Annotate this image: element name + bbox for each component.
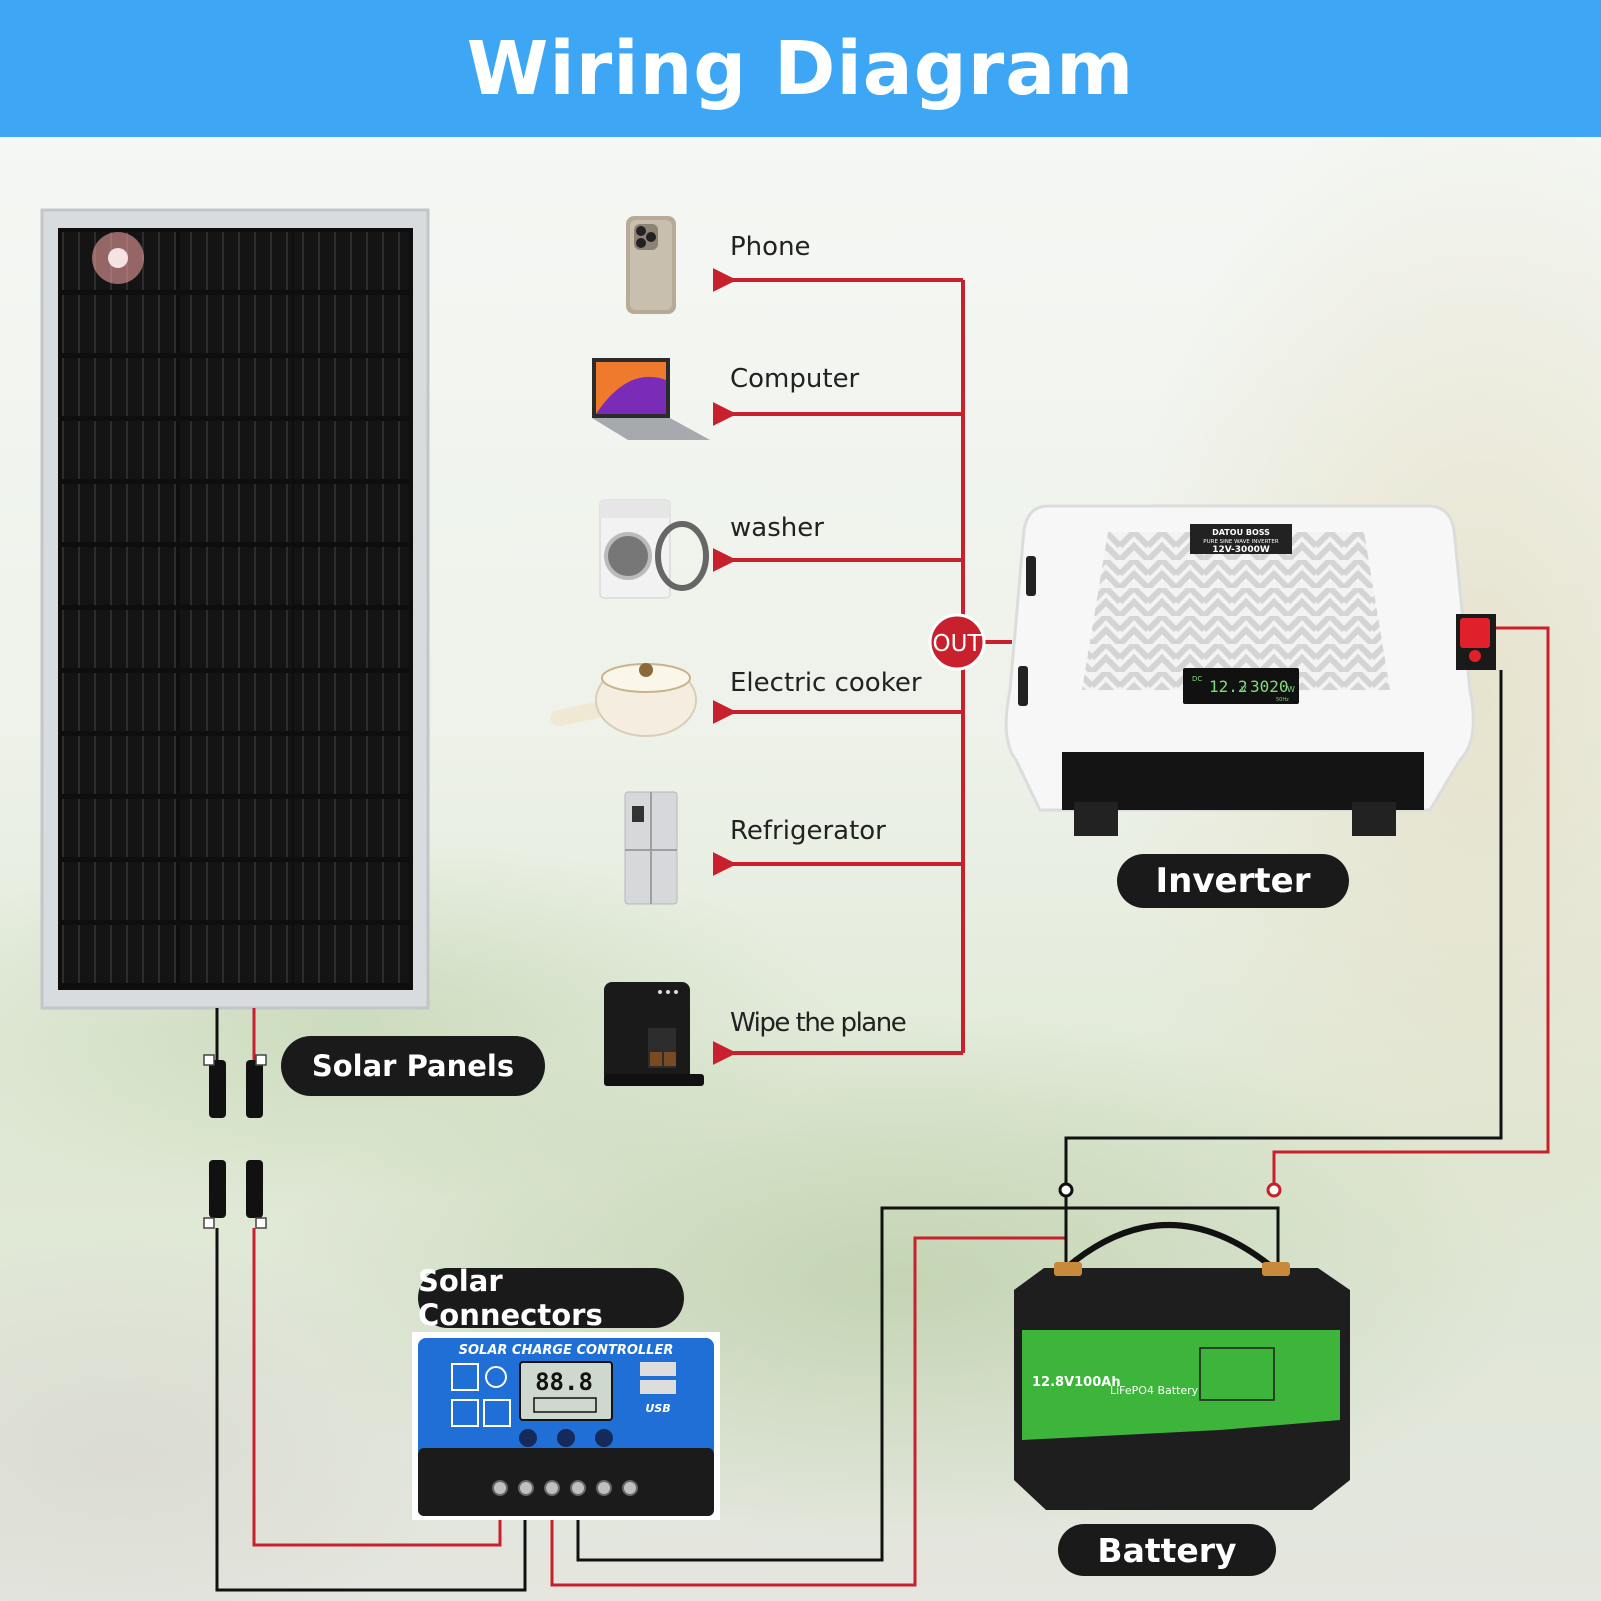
solar-cell — [294, 925, 409, 983]
controller-terminal — [518, 1480, 534, 1496]
solar-cell — [294, 736, 409, 794]
controller-terminal — [596, 1480, 612, 1496]
controller-terminal — [622, 1480, 638, 1496]
solar-cell — [294, 547, 409, 605]
inverter-subtitle: PURE SINE WAVE INVERTER — [1203, 539, 1279, 545]
inverter-model: 12V-3000W — [1212, 545, 1270, 555]
solar-cell — [180, 358, 292, 416]
page-title: Wiring Diagram — [466, 25, 1135, 112]
mc4-connector-pair-bottom — [203, 1160, 267, 1229]
controller-terminal — [492, 1480, 508, 1496]
controller-usb: USB — [645, 1402, 670, 1415]
out-badge-text: OUT — [933, 631, 983, 657]
solar-cell — [294, 673, 409, 731]
solar-cell — [294, 232, 409, 290]
solar-cell — [180, 547, 292, 605]
solar-cell — [180, 421, 292, 479]
solar-cell — [294, 610, 409, 668]
solar-cell — [180, 673, 292, 731]
solar-cell — [180, 295, 292, 353]
solar-connectors-label: Solar Connectors — [418, 1264, 684, 1332]
battery-label: Battery — [1058, 1524, 1276, 1576]
inverter-positive-terminal — [1460, 618, 1490, 648]
charge-controller: SOLAR CHARGE CONTROLLER 88.8 USB — [412, 1332, 720, 1520]
header-bar: Wiring Diagram — [0, 0, 1601, 137]
solar-cell — [62, 421, 176, 479]
controller-lcd — [519, 1361, 613, 1421]
solar-cell — [62, 295, 176, 353]
solar-panel — [40, 208, 430, 1010]
mc4-connector-pair-top — [203, 1054, 267, 1118]
out-badge: OUT — [928, 613, 986, 671]
washer-icon — [599, 499, 709, 599]
device-label-washer: washer — [730, 513, 824, 543]
coffee-machine-icon — [604, 982, 704, 1086]
solar-cell — [294, 484, 409, 542]
controller-title: SOLAR CHARGE CONTROLLER — [459, 1343, 674, 1358]
solar-cell — [294, 421, 409, 479]
solar-cell — [180, 925, 292, 983]
device-label-coffee-machine: Wipe the plane — [730, 1008, 907, 1038]
cooker-icon — [550, 663, 697, 737]
solar-cell — [62, 547, 176, 605]
device-label-computer: Computer — [730, 364, 860, 394]
inverter-brand: DATOU BOSS — [1212, 528, 1270, 537]
controller-terminal — [570, 1480, 586, 1496]
solar-cell — [62, 610, 176, 668]
solar-cell — [180, 484, 292, 542]
solar-cell — [294, 799, 409, 857]
solar-cell — [180, 610, 292, 668]
solar-cell — [180, 799, 292, 857]
solar-cell — [62, 673, 176, 731]
fridge-icon — [624, 791, 678, 905]
battery-spec: 12.8V100Ah — [1032, 1375, 1121, 1390]
display-unit-w: W — [1287, 685, 1295, 694]
solar-panels-label: Solar Panels — [281, 1036, 545, 1096]
solar-cell — [62, 358, 176, 416]
display-unit-v: V — [1241, 685, 1247, 694]
laptop-icon — [592, 358, 710, 440]
inverter-unit: DATOU BOSS PURE SINE WAVE INVERTER 12V-3… — [1004, 504, 1496, 836]
inverter-display — [1183, 668, 1299, 704]
device-label-phone: Phone — [730, 232, 811, 262]
solar-cell — [62, 925, 176, 983]
solar-cell — [294, 295, 409, 353]
ring-terminal-positive — [1266, 1182, 1282, 1198]
controller-display: 88.8 — [535, 1368, 593, 1396]
solar-cell — [180, 232, 292, 290]
display-watts: 3020 — [1250, 677, 1289, 696]
solar-cell — [294, 358, 409, 416]
ring-terminal-negative — [1058, 1182, 1074, 1198]
phone-icon — [626, 216, 676, 314]
display-dc: DC — [1192, 675, 1202, 683]
solar-cell — [62, 862, 176, 920]
solar-cell — [62, 484, 176, 542]
battery-unit: DATOU BOSS 12.8V100Ah LiFePO4 Battery — [1014, 1222, 1350, 1510]
battery-chem: LiFePO4 Battery — [1110, 1384, 1199, 1397]
solar-cell — [180, 862, 292, 920]
solar-cell — [62, 799, 176, 857]
controller-terminal — [544, 1480, 560, 1496]
display-hz: 50Hz — [1276, 697, 1289, 703]
solar-cell — [294, 862, 409, 920]
inverter-label: Inverter — [1117, 854, 1349, 908]
device-label-refrigerator: Refrigerator — [730, 816, 886, 846]
battery-brand: DATOU BOSS — [1032, 1334, 1133, 1350]
device-label-electric-cooker: Electric cooker — [730, 668, 922, 698]
solar-cell — [180, 736, 292, 794]
solar-cell — [62, 736, 176, 794]
display-voltage: 12.2 — [1209, 677, 1248, 696]
